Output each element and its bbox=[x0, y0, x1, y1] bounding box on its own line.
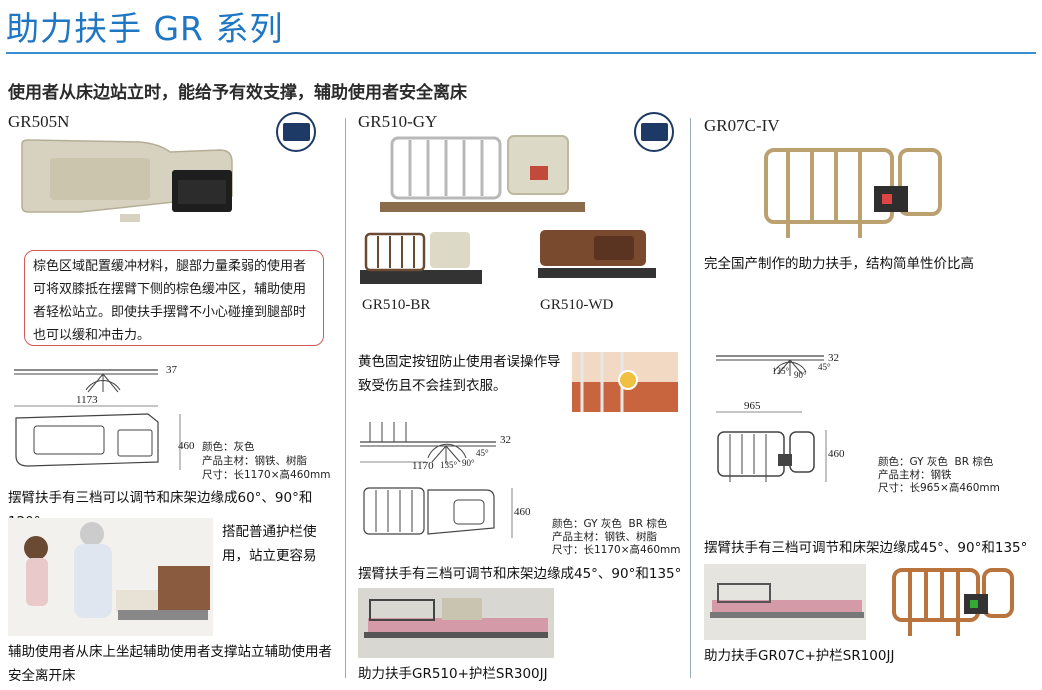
variant-gr510-br: GR510-BR bbox=[362, 297, 431, 313]
variant-gr510-wd: GR510-WD bbox=[540, 297, 614, 313]
gr510-angle-45: 45° bbox=[476, 448, 489, 458]
gr505n-dim-depth: 37 bbox=[166, 364, 177, 376]
gr505n-dim-length: 1173 bbox=[76, 394, 98, 406]
gr07c-dim-height: 460 bbox=[828, 448, 845, 460]
gr07c-combo-photo bbox=[704, 564, 866, 640]
gr505n-product-image bbox=[21, 139, 233, 222]
gr505n-bottom-caption: 辅助使用者从床上坐起辅助使用者支撑站立辅助使用者安全离开床 bbox=[8, 644, 332, 684]
gr505n-usage-photo bbox=[8, 518, 213, 636]
gr07c-spec-color: 颜色：GY 灰色 BR 棕色 bbox=[878, 456, 994, 468]
gr505n-dimension-drawing bbox=[14, 369, 181, 470]
gr510-spec-color: 颜色：GY 灰色 BR 棕色 bbox=[552, 518, 668, 530]
gr07c-desc: 完全国产制作的助力扶手，结构简单性价比高 bbox=[704, 256, 974, 272]
gr505n-spec-color: 颜色：灰色 bbox=[202, 441, 255, 453]
gr510-button-note: 黄色固定按钮防止使用者误操作导致受伤且不会挂到衣服。 bbox=[358, 354, 561, 394]
gr510-spec-material: 产品主材：钢铁、树脂 bbox=[552, 531, 657, 543]
page-subtitle: 使用者从床边站立时，能给予有效支撑，辅助使用者安全离床 bbox=[8, 83, 467, 103]
award-badge-icon bbox=[634, 112, 674, 152]
gr07c-iv-product-image bbox=[764, 148, 942, 238]
gr510-spec-size: 尺寸：长1170×高460mm bbox=[552, 544, 681, 556]
gr510-br-product-image bbox=[360, 232, 482, 284]
gr07c-dimension-drawing bbox=[716, 355, 827, 482]
gr510-dim-depth: 32 bbox=[500, 434, 511, 446]
gr505n-spec-size: 尺寸：长1170×高460mm bbox=[202, 469, 331, 481]
award-badge-icon bbox=[276, 112, 316, 152]
column-divider-2 bbox=[690, 118, 691, 678]
model-gr510-gy: GR510-GY bbox=[358, 112, 438, 131]
gr505n-dim-height: 460 bbox=[178, 440, 195, 452]
gr07c-dim-length: 965 bbox=[744, 400, 761, 412]
gr07c-spec-material: 产品主材：钢铁 bbox=[878, 469, 952, 481]
model-gr07c-iv: GR07C-IV bbox=[704, 116, 780, 135]
gr510-gy-product-image bbox=[380, 135, 585, 212]
page-title: 助力扶手 GR 系列 bbox=[6, 9, 284, 48]
gr510-angle-90: 90° bbox=[462, 458, 475, 468]
title-divider bbox=[6, 52, 1036, 54]
gr07c-dim-depth: 32 bbox=[828, 352, 839, 364]
gr505n-spec-material: 产品主材：钢铁、树脂 bbox=[202, 455, 307, 467]
column-divider-1 bbox=[345, 118, 346, 678]
gr07c-combo-caption: 助力扶手GR07C+护栏SR100JJ bbox=[704, 648, 895, 664]
gr07c-handrail-image bbox=[892, 568, 1014, 636]
gr510-combo-caption: 助力扶手GR510+护栏SR300JJ bbox=[358, 666, 548, 682]
model-gr505n: GR505N bbox=[8, 112, 70, 131]
gr07c-spec-size: 尺寸：长965×高460mm bbox=[878, 482, 1000, 494]
gr510-swing-caption: 摆臂扶手有三档可调节和床架边缘成45°、90°和135° bbox=[358, 566, 682, 582]
gr505n-combo-caption: 搭配普通护栏使用，站立更容易 bbox=[222, 524, 317, 564]
gr07c-angle-45: 45° bbox=[818, 362, 831, 372]
gr07c-angle-135: 135° bbox=[772, 366, 790, 376]
gr510-button-closeup bbox=[572, 352, 678, 412]
gr07c-angle-90: 90° bbox=[794, 370, 807, 380]
gr510-dimension-drawing bbox=[360, 422, 513, 538]
gr510-combo-photo bbox=[358, 588, 554, 658]
gr510-angle-135: 135° bbox=[440, 460, 458, 470]
gr510-dim-length: 1170 bbox=[412, 460, 434, 472]
gr510-dim-height: 460 bbox=[514, 506, 531, 518]
gr07c-swing-caption: 摆臂扶手有三档可调节和床架边缘成45°、90°和135° bbox=[704, 540, 1028, 556]
gr510-wd-product-image bbox=[538, 230, 656, 278]
cushion-note: 棕色区域配置缓冲材料，腿部力量柔弱的使用者可将双膝抵在摆臂下侧的棕色缓冲区，辅助… bbox=[24, 250, 324, 346]
